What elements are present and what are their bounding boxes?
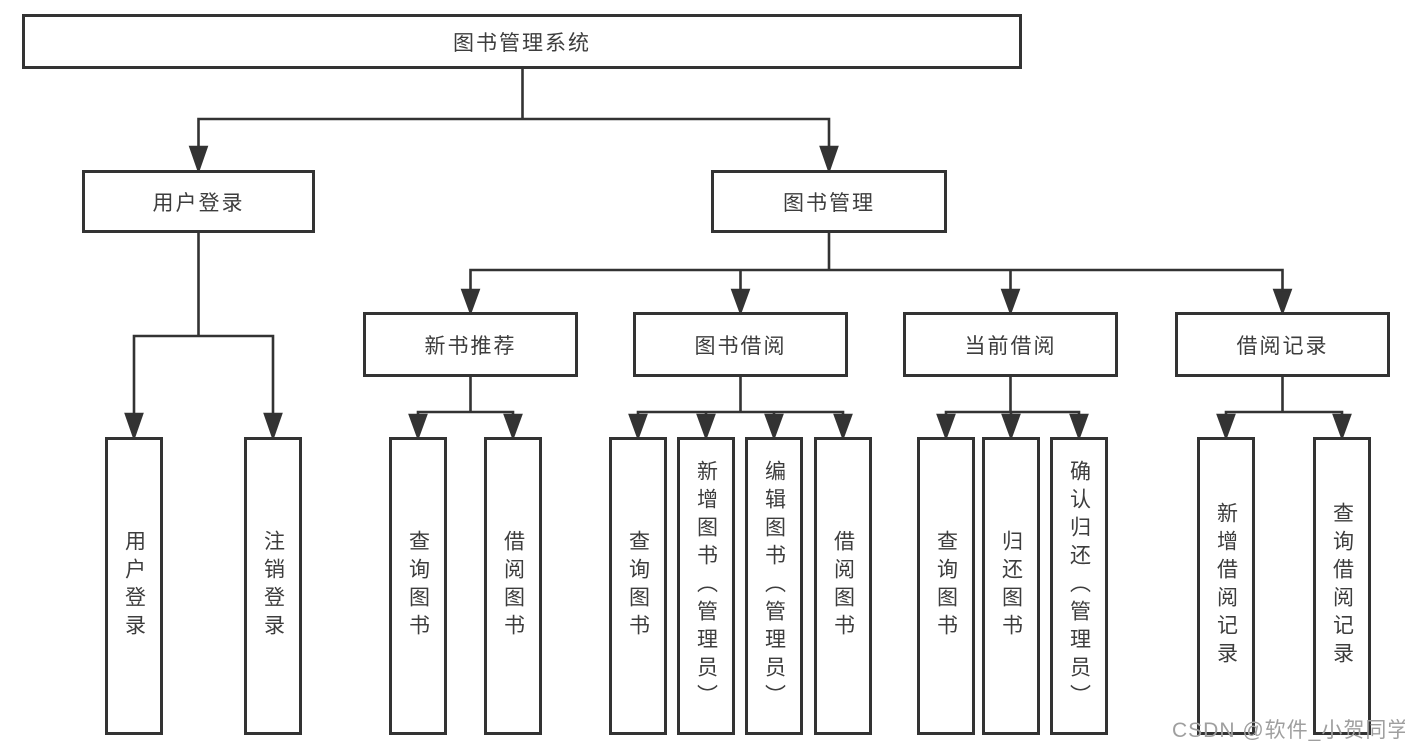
leaf-borrow-books: 借阅图书 [814,437,872,735]
leaf-new-book-borrow-books: 借阅图书 [484,437,542,735]
node-library-management-system: 图书管理系统 [22,14,1022,69]
connector-root-to-level2 [188,69,839,174]
node-user-login: 用户登录 [82,170,315,233]
leaf-label: 查询借阅记录 [1330,502,1354,670]
leaf-label: 查询图书 [934,530,958,642]
connector-current-borrow-to-leaves [936,377,1089,441]
connector-book-management-to-level3 [460,233,1293,316]
connector-book-borrow-to-leaves [628,377,853,441]
leaf-label: 新增图书（管理员） [694,460,718,712]
node-label: 新书推荐 [424,334,517,358]
leaf-confirm-return-admin: 确认归还（管理员） [1050,437,1108,735]
leaf-label: 编辑图书（管理员） [762,460,786,712]
node-book-management: 图书管理 [711,170,947,233]
leaf-current-query-books: 查询图书 [917,437,975,735]
leaf-label: 确认归还（管理员） [1067,460,1091,712]
leaf-label: 用户登录 [122,530,146,642]
node-label: 图书管理 [783,191,875,215]
node-current-borrowing: 当前借阅 [903,312,1118,377]
leaf-return-books: 归还图书 [982,437,1040,735]
node-borrowing-records: 借阅记录 [1175,312,1390,377]
connector-borrow-record-to-leaves [1216,377,1352,441]
leaf-user-login: 用户登录 [105,437,163,735]
watermark: CSDN @软件_小贺同学 [1172,719,1405,742]
leaf-borrow-query-books: 查询图书 [609,437,667,735]
leaf-label: 借阅图书 [501,530,525,642]
leaf-logout: 注销登录 [244,437,302,735]
connector-user-login-to-leaves [124,233,283,441]
node-book-borrowing: 图书借阅 [633,312,848,377]
node-label: 用户登录 [152,191,245,215]
connector-new-book-to-leaves [408,377,523,441]
node-label: 图书管理系统 [453,31,591,55]
leaf-label: 查询图书 [626,530,650,642]
leaf-query-borrow-record: 查询借阅记录 [1313,437,1371,735]
node-label: 图书借阅 [694,334,787,358]
node-label: 当前借阅 [964,334,1057,358]
node-label: 借阅记录 [1236,334,1329,358]
leaf-label: 新增借阅记录 [1214,502,1238,670]
leaf-label: 查询图书 [406,530,430,642]
leaf-edit-books-admin: 编辑图书（管理员） [745,437,803,735]
leaf-label: 注销登录 [261,530,285,642]
leaf-label: 借阅图书 [831,530,855,642]
leaf-add-borrow-record: 新增借阅记录 [1197,437,1255,735]
leaf-new-book-query-books: 查询图书 [389,437,447,735]
node-new-book-recommendation: 新书推荐 [363,312,578,377]
leaf-add-books-admin: 新增图书（管理员） [677,437,735,735]
leaf-label: 归还图书 [999,530,1023,642]
